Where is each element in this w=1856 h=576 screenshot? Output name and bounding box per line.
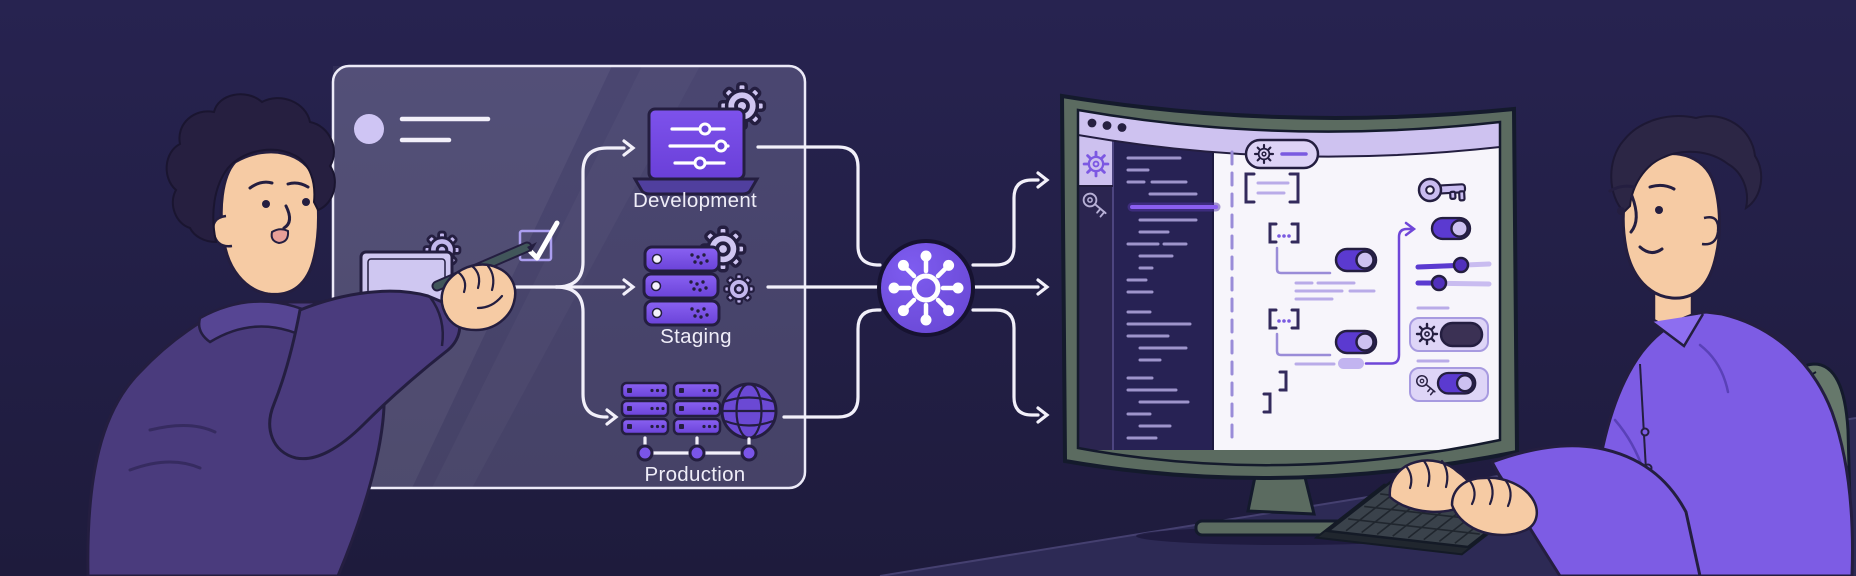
monitor-screen [1078,110,1500,450]
connector-arrow [1364,227,1413,365]
arrowhead-icon [605,408,619,426]
face-features [1608,183,1676,254]
node-label-staging: Staging [660,325,732,348]
person-right [1586,115,1854,576]
slider-knob [1430,274,1448,292]
person-left [86,93,537,576]
ear [1701,216,1720,246]
node-development: Development [632,81,767,212]
panel-header [354,114,491,144]
key-toggle-card [1409,367,1489,402]
settings-chip [1244,138,1320,170]
toggle-on [1334,247,1378,273]
face [1621,152,1721,300]
curly-hair [165,93,336,244]
bracket-item [1268,222,1300,244]
toggle-on [1430,216,1472,241]
tongue [270,228,290,245]
sleeve-cuff [429,296,444,347]
slider-knob [1452,256,1470,274]
toggle-dark [1439,321,1484,348]
hand-right [1450,476,1539,537]
eye [1617,207,1625,215]
config-controls-column [1409,175,1492,402]
circle-bullet-icon [354,114,384,144]
slider [1415,256,1492,274]
arrowhead-icon [622,278,636,296]
cluster-connectors [643,436,751,455]
eye [262,200,270,208]
face [219,150,320,296]
mini-pill [1338,358,1364,369]
slider [1415,274,1492,292]
arrowhead-icon [622,139,636,157]
eye [1655,206,1663,214]
server-stack-icon [642,245,721,327]
shirt-collar [1651,313,1705,348]
node-production: Production [620,381,778,486]
server-cluster-globe-icon [620,381,778,462]
gear-toggle-card [1409,317,1489,352]
hoodie-arm [268,289,462,461]
network-hub-icon [877,239,975,337]
closing-brackets [1262,370,1288,414]
pipeline-flow-lines [512,139,1050,426]
node-label-production: Production [644,463,745,486]
toggle-on [1334,329,1378,355]
typing-hands [1388,444,1702,576]
activity-bar-active-tab [1078,134,1113,186]
hand-holding-pen [440,263,517,332]
window-titlebar [1078,110,1500,157]
toggle-on [1436,371,1477,395]
code-lines [1126,156,1221,440]
arrowhead-icon [1404,221,1417,237]
bracket-item [1268,308,1300,330]
hair [1610,115,1763,214]
eye [302,198,310,206]
window-control-dots [1087,118,1127,132]
arrowhead-icon [1036,171,1050,189]
arrowhead-icon [1036,406,1050,424]
bracket-block [1244,172,1300,204]
laptop-sliders-icon [632,107,760,196]
config-tree [1230,138,1417,444]
arrowhead-icon [1036,278,1050,296]
globe-icon [720,382,778,440]
node-label-development: Development [633,189,757,212]
monitor [1059,93,1520,545]
face-features [248,180,310,230]
node-staging: Staging [642,225,755,348]
gear-icon [723,273,755,305]
